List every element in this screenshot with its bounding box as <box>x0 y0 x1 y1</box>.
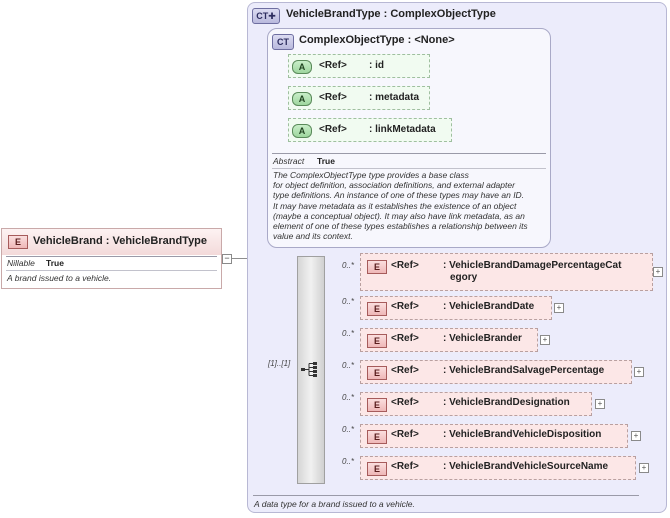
element-badge: E <box>367 334 387 348</box>
child-element-vehiclebrandvehicledisposition[interactable]: E <Ref> : VehicleBrandVehicleDisposition <box>360 424 628 448</box>
attribute-badge: A <box>292 60 312 74</box>
attribute-badge: A <box>292 92 312 106</box>
child-ref: <Ref> <box>391 301 419 312</box>
child-occurrence: 0..* <box>342 261 355 270</box>
child-name: : VehicleBrandVehicleSourceName <box>443 461 609 472</box>
child-element-vehiclebrandsalvagepercentage[interactable]: E <Ref> : VehicleBrandSalvagePercentage <box>360 360 632 384</box>
element-badge: E <box>367 302 387 316</box>
abstract-divider <box>272 168 546 169</box>
attribute-name: : linkMetadata <box>369 124 436 135</box>
element-description: A brand issued to a vehicle. <box>7 273 112 283</box>
sequence-icon <box>301 362 317 377</box>
element-divider <box>6 256 217 257</box>
base-type-description: The ComplexObjectType type provides a ba… <box>273 170 528 242</box>
attribute-badge: A <box>292 124 312 138</box>
base-type-title: ComplexObjectType : <None> <box>299 34 455 46</box>
element-badge: E <box>367 366 387 380</box>
sequence-occurrence: [1]..[1] <box>268 359 291 368</box>
child-element-vehiclebranddate[interactable]: E <Ref> : VehicleBrandDate <box>360 296 552 320</box>
child-name: : VehicleBrandSalvagePercentage <box>443 365 605 376</box>
nillable-label: Nillable <box>7 258 35 268</box>
child-element-vehiclebrander[interactable]: E <Ref> : VehicleBrander <box>360 328 538 352</box>
expand-plus-icon[interactable]: + <box>639 463 649 473</box>
collapse-minus-icon[interactable]: − <box>222 254 232 264</box>
expand-plus-icon[interactable]: + <box>653 267 663 277</box>
child-element-vehiclebranddesignation[interactable]: E <Ref> : VehicleBrandDesignation <box>360 392 592 416</box>
child-name: : VehicleBrander <box>443 333 522 344</box>
complex-type-description: A data type for a brand issued to a vehi… <box>254 499 415 509</box>
child-occurrence: 0..* <box>342 425 355 434</box>
child-ref: <Ref> <box>391 365 419 376</box>
child-ref: <Ref> <box>391 429 419 440</box>
child-name: : VehicleBrandDate <box>443 301 535 312</box>
connector-element-to-type <box>231 258 257 259</box>
nillable-value: True <box>46 258 64 268</box>
attribute-ref: <Ref> <box>319 60 347 71</box>
child-occurrence: 0..* <box>342 329 355 338</box>
child-ref: <Ref> <box>391 260 419 271</box>
child-name: : VehicleBrandDesignation <box>443 397 570 408</box>
attribute-name: : id <box>369 60 384 71</box>
element-badge: E <box>367 398 387 412</box>
child-element-vehiclebrandvehiclesourcename[interactable]: E <Ref> : VehicleBrandVehicleSourceName <box>360 456 636 480</box>
expand-plus-icon[interactable]: + <box>634 367 644 377</box>
attribute-metadata[interactable]: A <Ref> : metadata <box>288 86 430 110</box>
attribute-linkmetadata[interactable]: A <Ref> : linkMetadata <box>288 118 452 142</box>
expand-plus-icon[interactable]: + <box>595 399 605 409</box>
base-type-divider <box>272 153 546 154</box>
child-occurrence: 0..* <box>342 393 355 402</box>
child-element-vehiclebranddamagepercentagecategory[interactable]: E <Ref> : VehicleBrandDamagePercentageCa… <box>360 253 653 291</box>
child-ref: <Ref> <box>391 461 419 472</box>
description-divider <box>253 495 639 496</box>
base-type-badge: CT <box>272 34 294 50</box>
element-badge: E <box>367 430 387 444</box>
expand-plus-icon[interactable]: + <box>554 303 564 313</box>
child-occurrence: 0..* <box>342 297 355 306</box>
attribute-name: : metadata <box>369 92 420 103</box>
child-occurrence: 0..* <box>342 361 355 370</box>
expand-plus-icon[interactable]: + <box>540 335 550 345</box>
expand-plus-icon: ✚ <box>268 11 276 21</box>
element-badge: E <box>8 235 28 249</box>
child-ref: <Ref> <box>391 397 419 408</box>
element-vehiclebrand[interactable]: E VehicleBrand : VehicleBrandType Nillab… <box>1 228 222 289</box>
attribute-id[interactable]: A <Ref> : id <box>288 54 430 78</box>
child-ref: <Ref> <box>391 333 419 344</box>
child-name: : VehicleBrandDamagePercentageCat egory <box>443 260 622 283</box>
element-header: E VehicleBrand : VehicleBrandType <box>2 229 221 255</box>
sequence-compositor[interactable] <box>297 256 325 484</box>
abstract-value: True <box>317 156 335 166</box>
complex-type-title: VehicleBrandType : ComplexObjectType <box>286 8 496 20</box>
attribute-ref: <Ref> <box>319 92 347 103</box>
child-occurrence: 0..* <box>342 457 355 466</box>
nillable-divider <box>6 270 217 271</box>
abstract-label: Abstract <box>273 156 305 166</box>
element-title: VehicleBrand : VehicleBrandType <box>33 235 208 247</box>
expand-plus-icon[interactable]: + <box>631 431 641 441</box>
element-badge: E <box>367 260 387 274</box>
child-name: : VehicleBrandVehicleDisposition <box>443 429 602 440</box>
complex-type-badge: CT✚ <box>252 8 280 24</box>
attribute-ref: <Ref> <box>319 124 347 135</box>
element-badge: E <box>367 462 387 476</box>
